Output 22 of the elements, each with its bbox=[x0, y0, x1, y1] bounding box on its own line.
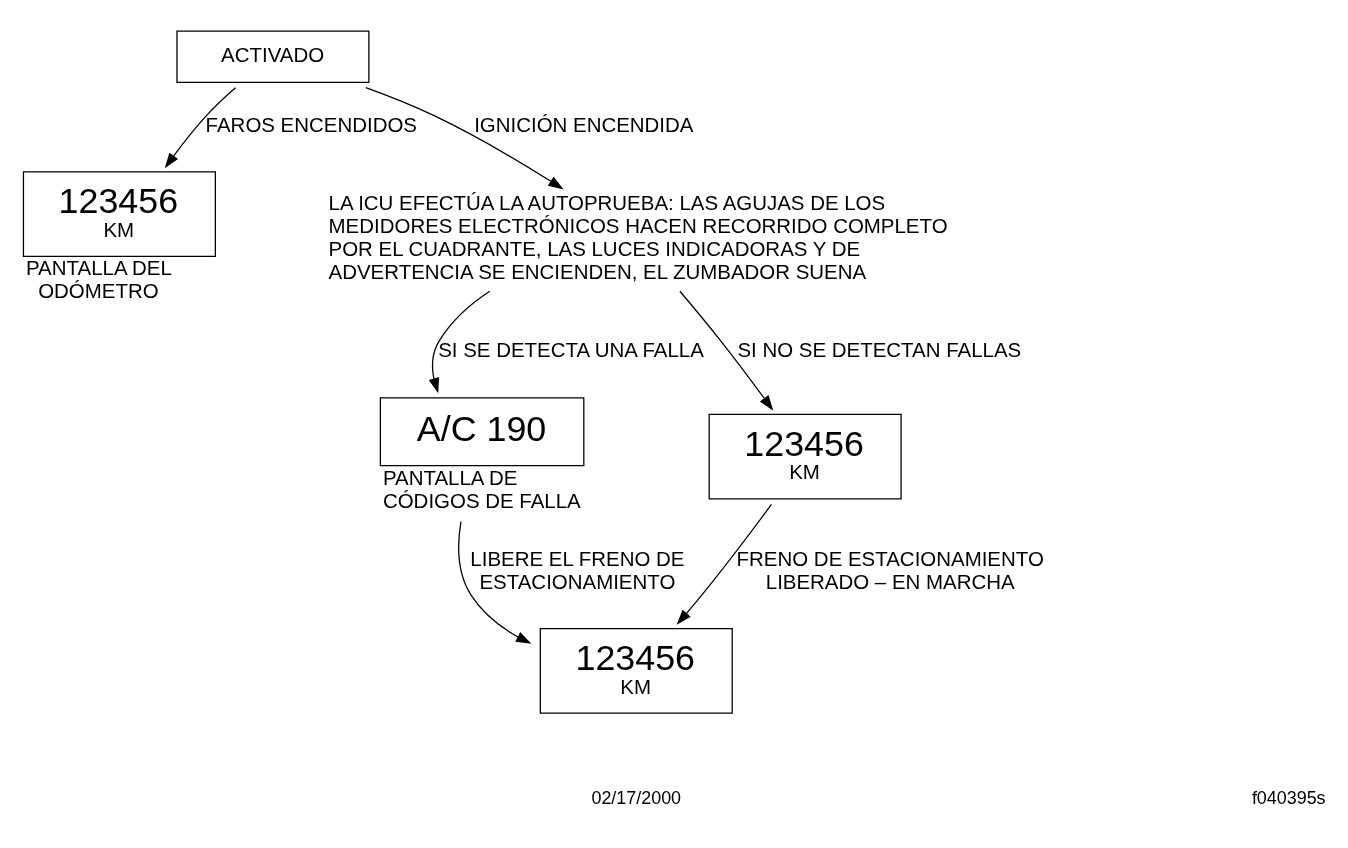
arrow bbox=[458, 520, 532, 644]
node-box: A/C 190 bbox=[379, 397, 585, 467]
node-box: 123456 KM bbox=[708, 413, 902, 500]
node-box: 123456 KM bbox=[22, 171, 216, 258]
label: 02/17/2000 bbox=[591, 787, 682, 808]
arrow bbox=[679, 290, 774, 411]
edge-label: LIBERE EL FRENO DE ESTACIONAMIENTO bbox=[470, 546, 685, 593]
node-label: PANTALLA DEL ODÓMETRO bbox=[26, 256, 172, 303]
arrow bbox=[164, 87, 237, 169]
arrow bbox=[365, 87, 564, 190]
node-box: ACTIVADO bbox=[176, 30, 370, 84]
edge-label: FRENO DE ESTACIONAMIENTO LIBERADO – EN MARCHA bbox=[736, 546, 1044, 593]
edge-label: FAROS ENCENDIDOS bbox=[205, 113, 417, 137]
arrow bbox=[676, 503, 773, 625]
edge-label: SI SE DETECTA UNA FALLA bbox=[438, 338, 704, 362]
edge-label: IGNICIÓN ENCENDIDA bbox=[474, 113, 694, 137]
node-label: PANTALLA DE CÓDIGOS DE FALLA bbox=[382, 465, 581, 512]
node-text: LA ICU EFECTÚA LA AUTOPRUEBA: LAS AGUJAS DE LOS MEDIDORES ELECTRÓNICOS HACEN RECORRIDO COMPLETO POR EL CUADRANTE, LAS LUCES INDICADORAS Y DE ADVERTENCIA SE ENCIENDEN, EL ZUMBADOR SUENA bbox=[328, 191, 948, 284]
edge-label: SI NO SE DETECTAN FALLAS bbox=[737, 338, 1022, 362]
node-box: 123456 KM bbox=[539, 628, 733, 714]
label: f040395s bbox=[1251, 787, 1326, 808]
arrow bbox=[428, 290, 491, 394]
